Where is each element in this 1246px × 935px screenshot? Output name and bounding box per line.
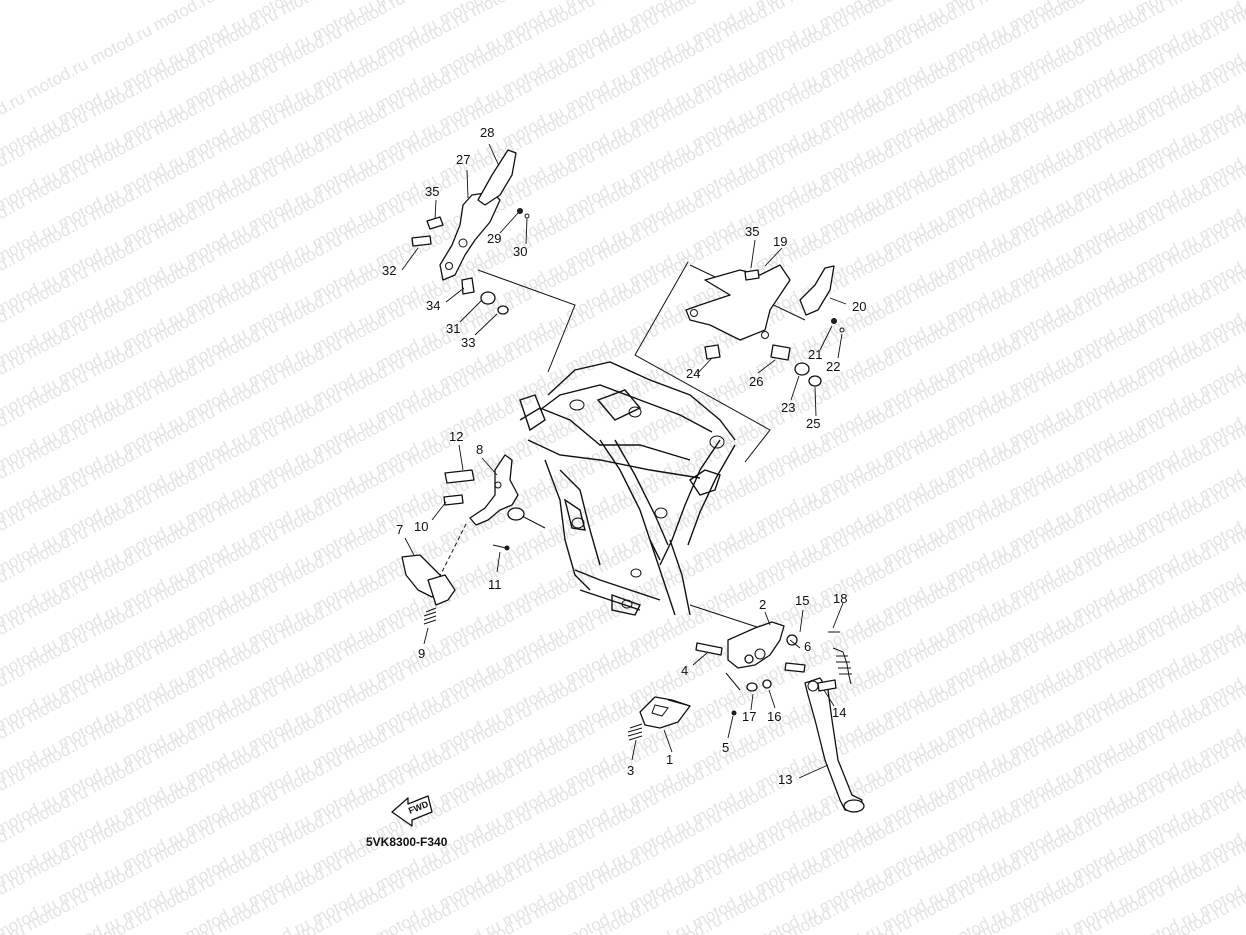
callout-35-right: 35: [745, 224, 759, 239]
callout-19: 19: [773, 234, 787, 249]
callout-31: 31: [446, 321, 460, 336]
fwd-arrow: FWD: [391, 795, 433, 827]
right-footrest-assembly: [685, 264, 845, 387]
callout-24: 24: [686, 366, 700, 381]
callout-15: 15: [795, 593, 809, 608]
shift-pedal-assembly: [401, 454, 525, 625]
side-stand-assembly: [627, 621, 865, 813]
callout-3: 3: [627, 763, 634, 778]
left-footrest-assembly: [411, 149, 530, 315]
callout-33: 33: [461, 335, 475, 350]
callout-7: 7: [396, 522, 403, 537]
callout-10: 10: [414, 519, 428, 534]
callout-26: 26: [749, 374, 763, 389]
callout-12: 12: [449, 429, 463, 444]
callout-labels: 1 2 3 4 5 6 7 8 9 10 11 12 13 14 15 16 1…: [382, 125, 866, 787]
callout-2: 2: [759, 597, 766, 612]
callout-14: 14: [832, 705, 846, 720]
callout-16: 16: [767, 709, 781, 724]
callout-17: 17: [742, 709, 756, 724]
callout-28: 28: [480, 125, 494, 140]
leader-lines: [401, 143, 847, 779]
callout-20: 20: [852, 299, 866, 314]
callout-8: 8: [476, 442, 483, 457]
callout-4: 4: [681, 663, 688, 678]
callout-22: 22: [826, 359, 840, 374]
callout-34: 34: [426, 298, 440, 313]
main-frame: [519, 361, 736, 616]
callout-18: 18: [833, 591, 847, 606]
callout-29: 29: [487, 231, 501, 246]
callout-11: 11: [488, 577, 502, 592]
callout-1: 1: [666, 752, 673, 767]
callout-27: 27: [456, 152, 470, 167]
callout-25: 25: [806, 416, 820, 431]
callout-32: 32: [382, 263, 396, 278]
drawing-code: 5VK8300-F340: [366, 835, 448, 849]
callout-6: 6: [804, 639, 811, 654]
callout-9: 9: [418, 646, 425, 661]
callout-13: 13: [778, 772, 792, 787]
callout-30: 30: [513, 244, 527, 259]
callout-23: 23: [781, 400, 795, 415]
callout-35-left: 35: [425, 184, 439, 199]
callout-21: 21: [808, 347, 822, 362]
callout-5: 5: [722, 740, 729, 755]
